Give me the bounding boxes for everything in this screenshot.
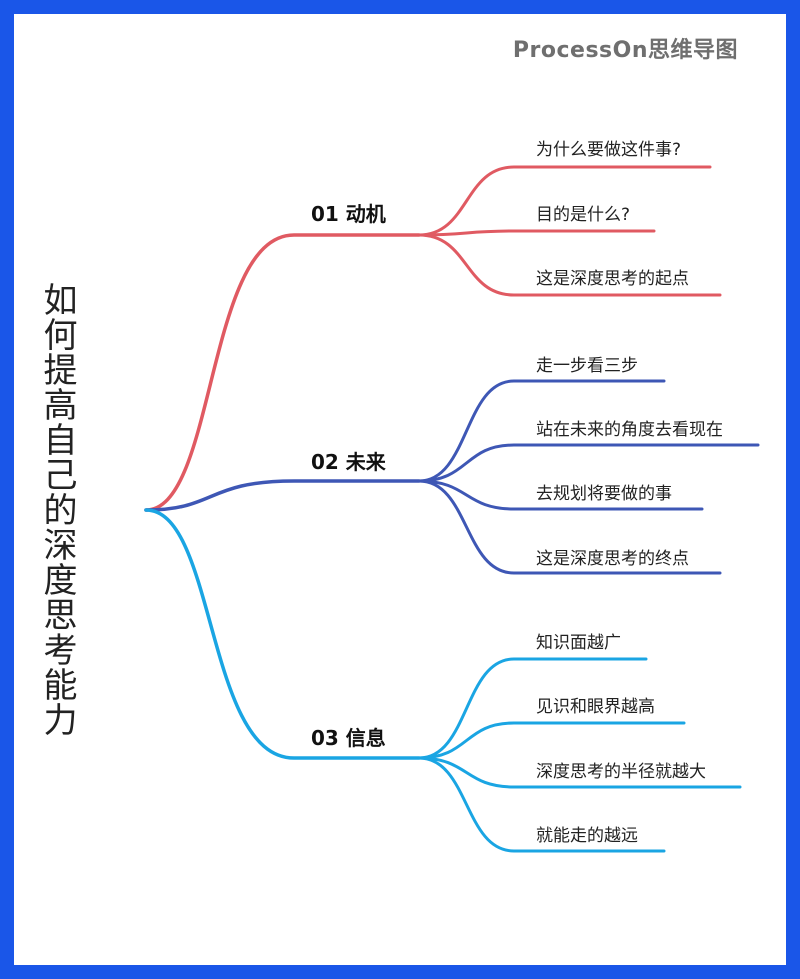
- leaf-connector-1-1: [417, 165, 712, 237]
- leaf-connector-3-4: [417, 756, 666, 853]
- leaf-connector-3-3: [417, 756, 742, 789]
- leaf-connector-1-2: [417, 229, 656, 237]
- leaf-label-2-3[interactable]: 去规划将要做的事: [536, 484, 672, 504]
- leaf-connector-3-1: [417, 657, 648, 760]
- mindmap-connectors: [144, 165, 760, 853]
- leaf-label-3-2[interactable]: 见识和眼界越高: [536, 697, 655, 717]
- leaf-connector-1-3: [417, 233, 722, 297]
- leaf-label-3-3[interactable]: 深度思考的半径就越大: [536, 762, 706, 782]
- root-node-title[interactable]: 如何提高自己的深度思考能力: [37, 282, 77, 737]
- processon-watermark: ProcessOn思维导图: [512, 38, 738, 63]
- leaf-label-3-4[interactable]: 就能走的越远: [536, 826, 638, 846]
- leaf-label-2-2[interactable]: 站在未来的角度去看现在: [536, 420, 723, 440]
- leaf-label-1-3[interactable]: 这是深度思考的起点: [536, 269, 689, 289]
- leaf-connector-2-3: [417, 479, 704, 511]
- leaf-connector-2-1: [417, 379, 666, 483]
- leaf-connector-3-2: [417, 721, 686, 760]
- leaf-connector-2-2: [417, 443, 760, 483]
- branch-connector-3: [144, 508, 421, 760]
- leaf-label-2-1[interactable]: 走一步看三步: [536, 356, 638, 376]
- branch-connector-1: [144, 233, 421, 512]
- leaf-label-2-4[interactable]: 这是深度思考的终点: [536, 549, 689, 569]
- leaf-connector-2-4: [417, 479, 722, 575]
- branch-label-2[interactable]: 02 未来: [311, 450, 386, 474]
- leaf-label-1-2[interactable]: 目的是什么?: [536, 205, 631, 225]
- branch-label-3[interactable]: 03 信息: [311, 726, 386, 750]
- leaf-label-3-1[interactable]: 知识面越广: [536, 633, 621, 653]
- leaf-label-1-1[interactable]: 为什么要做这件事?: [536, 140, 682, 160]
- branch-label-1[interactable]: 01 动机: [311, 202, 386, 226]
- branch-connector-2: [144, 479, 421, 512]
- canvas-frame: ProcessOn思维导图 如何提高自己的深度思考能力 01 动机 02 未来 …: [14, 14, 786, 965]
